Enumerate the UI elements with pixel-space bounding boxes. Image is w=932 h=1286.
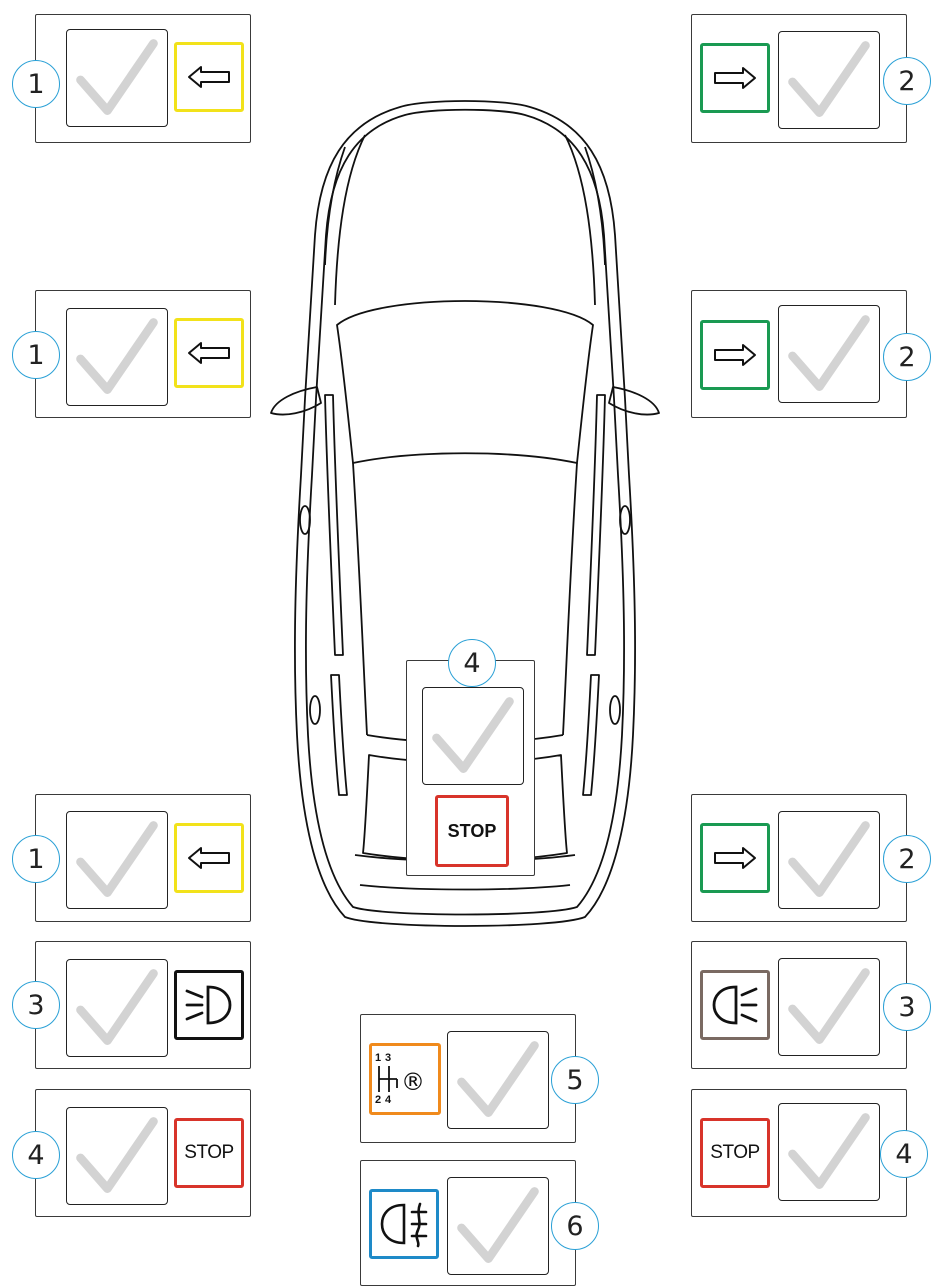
panel-low-beam [35,941,251,1069]
panel-mirror-right-turn [691,290,907,418]
rear-fog-icon [380,1202,428,1248]
turn-left-symbol [174,318,244,388]
check-icon [788,968,870,1044]
checkbox-low-beam[interactable] [66,959,168,1057]
badge-center-brake: 4 [448,639,496,687]
checkbox-mirror-left-turn[interactable] [66,308,168,406]
badge-rear-right-turn: 2 [883,835,931,883]
parking-light-symbol [700,970,770,1040]
low-beam-icon [185,985,232,1025]
badge-front-left: 1 [12,60,60,108]
badge-parking-light: 3 [883,983,931,1031]
check-icon [432,697,514,773]
turn-left-symbol [174,42,244,112]
panel-rear-fog [360,1160,576,1286]
panel-right-stop: STOP [691,1089,907,1217]
rear-fog-symbol [369,1189,439,1259]
reverse-symbol: 1 3 2 4 ® [369,1043,441,1115]
stop-symbol: STOP [700,1118,770,1188]
checkbox-rear-right-turn[interactable] [778,811,880,909]
checkbox-center-brake[interactable] [422,687,524,785]
check-icon [788,821,870,897]
arrow-right-icon [714,847,756,869]
checkbox-right-stop[interactable] [778,1103,880,1201]
check-icon [76,969,158,1045]
panel-reverse-light: 1 3 2 4 ® [360,1014,576,1143]
arrow-left-icon [188,342,230,364]
arrow-left-icon [188,66,230,88]
arrow-left-icon [188,847,230,869]
stop-label: STOP [184,1142,234,1163]
turn-right-symbol [700,43,770,113]
check-icon [457,1187,539,1263]
turn-right-symbol [700,823,770,893]
reverse-mark: ® [401,1068,425,1096]
stop-symbol: STOP [174,1118,244,1188]
stop-symbol: STOP [435,795,509,867]
turn-right-symbol [700,320,770,390]
panel-rear-right-turn [691,794,907,922]
checkbox-front-right-turn[interactable] [778,31,880,129]
badge-right-stop: 4 [880,1130,928,1178]
panel-center-brake: STOP [406,660,535,876]
low-beam-symbol [174,970,244,1040]
arrow-right-icon [714,344,756,366]
stop-label: STOP [447,820,497,841]
checkbox-left-stop[interactable] [66,1107,168,1205]
parking-light-icon [712,985,758,1025]
badge-left-stop: 4 [12,1131,60,1179]
arrow-right-icon [714,67,756,89]
checkbox-parking-light[interactable] [778,958,880,1056]
badge-reverse-light: 5 [551,1056,599,1104]
turn-left-symbol [174,823,244,893]
checkbox-reverse-light[interactable] [447,1031,549,1129]
badge-mirror-right: 2 [883,333,931,381]
badge-low-beam: 3 [12,981,60,1029]
badge-mirror-left: 1 [12,331,60,379]
check-icon [457,1041,539,1117]
checkbox-rear-left-turn[interactable] [66,811,168,909]
check-icon [788,41,870,117]
checkbox-mirror-right-turn[interactable] [778,305,880,403]
stop-label: STOP [710,1142,760,1163]
panel-front-left-turn [35,14,251,143]
checkbox-rear-fog[interactable] [447,1177,549,1275]
check-icon [788,315,870,391]
check-icon [76,821,158,897]
check-icon [76,1117,158,1193]
panel-parking-light [691,941,907,1069]
badge-rear-fog: 6 [551,1202,599,1250]
panel-front-right-turn [691,14,907,143]
badge-rear-left-turn: 1 [12,835,60,883]
checkbox-front-left-turn[interactable] [66,29,168,127]
check-icon [76,39,158,115]
panel-rear-left-turn [35,794,251,922]
panel-mirror-left-turn [35,290,251,418]
badge-front-right: 2 [883,57,931,105]
check-icon [788,1113,870,1189]
reverse-gear-icon: 1 3 2 4 ® [375,1052,425,1106]
check-icon [76,318,158,394]
panel-left-stop: STOP [35,1089,251,1217]
